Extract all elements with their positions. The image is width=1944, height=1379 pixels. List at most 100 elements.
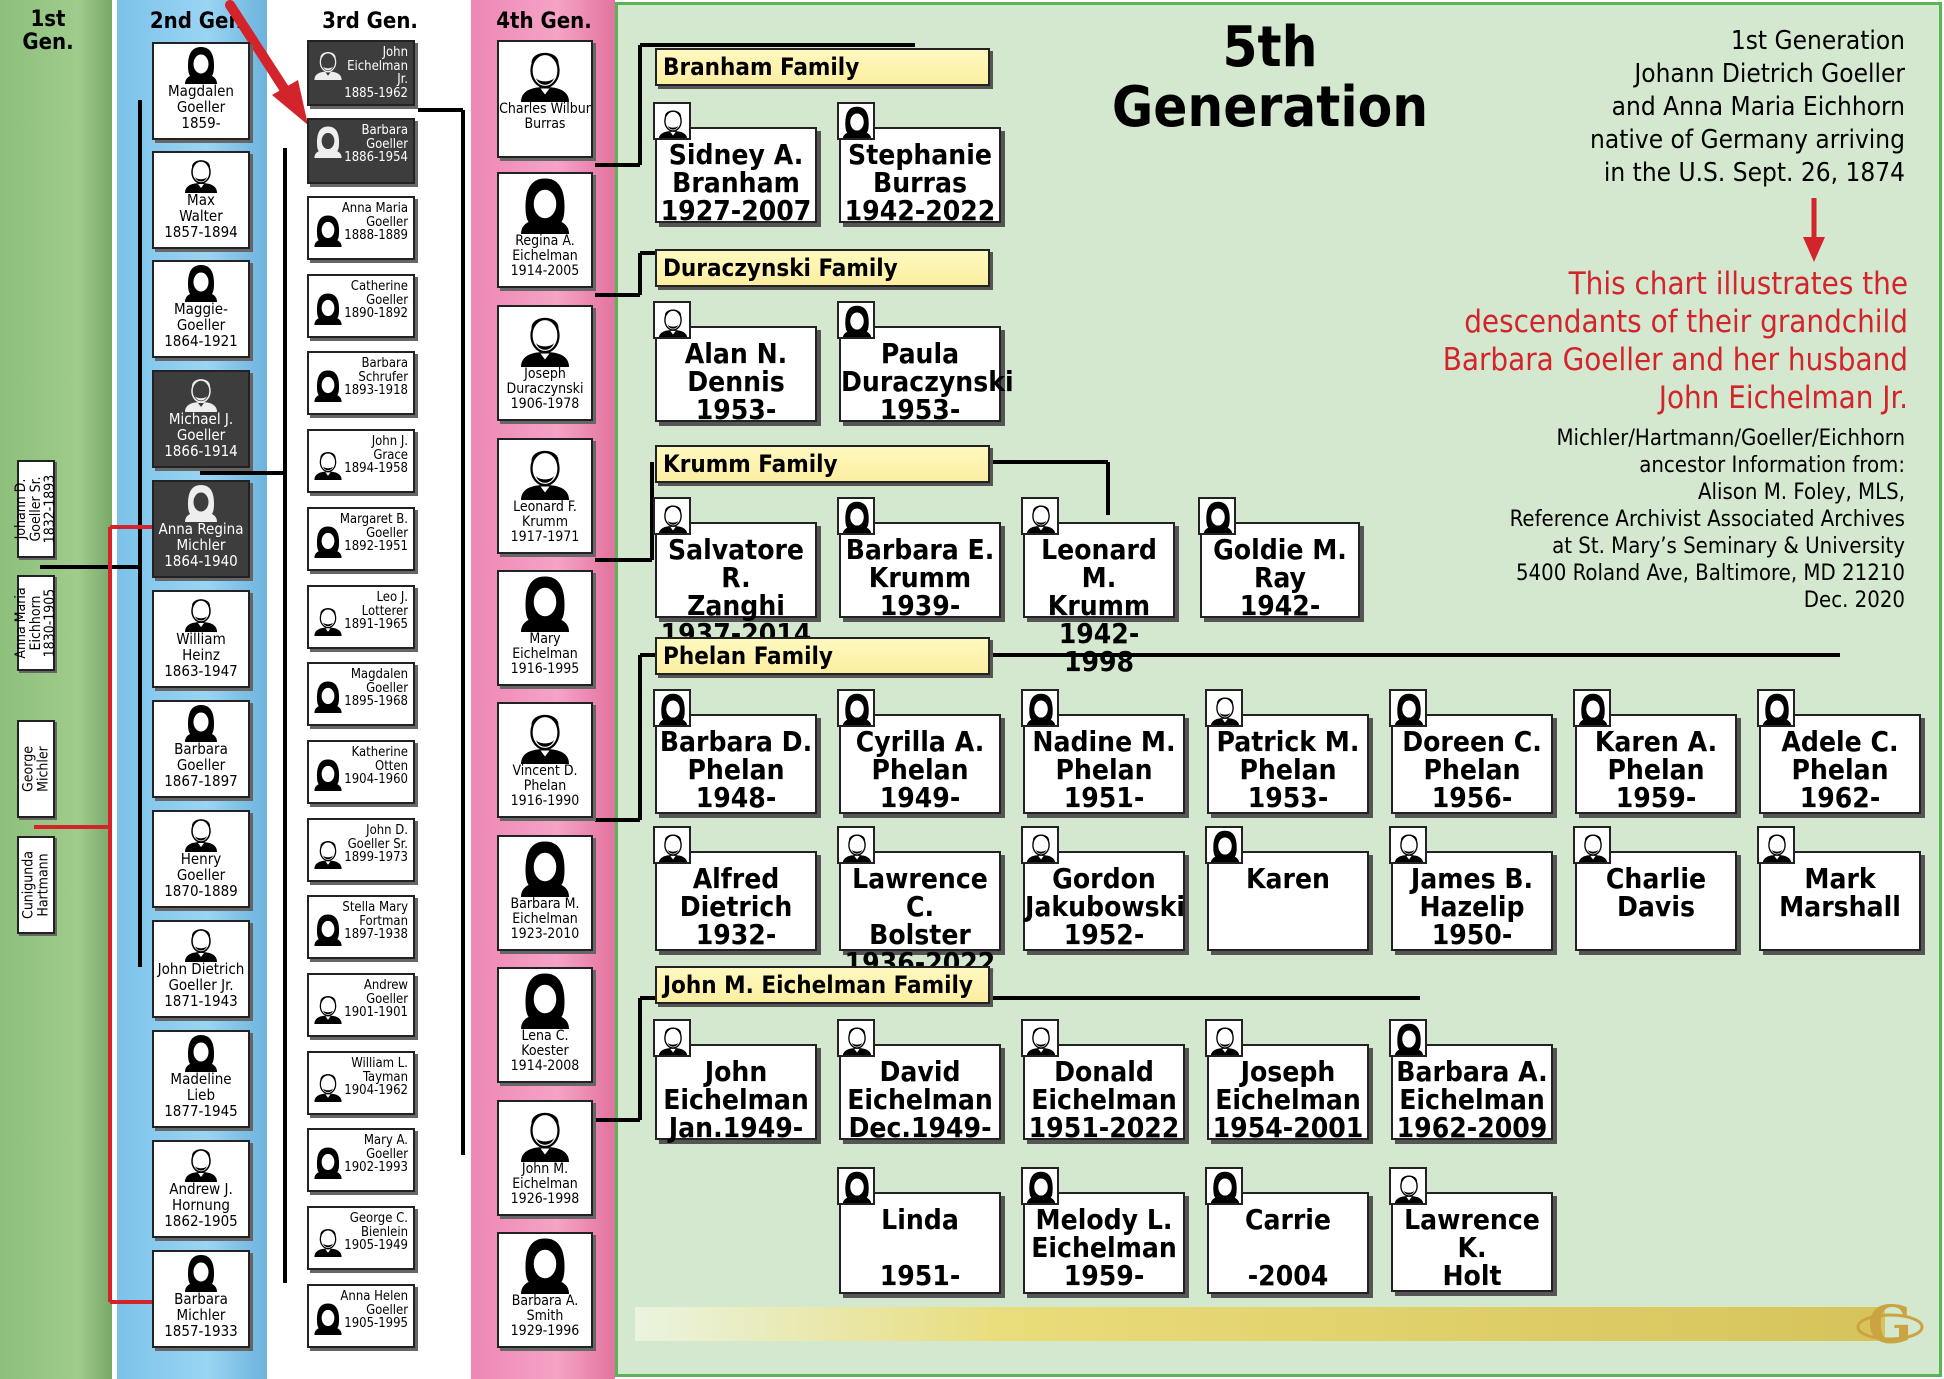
gen4-person-card[interactable]: Barbara M. Eichelman 1923-2010 bbox=[497, 835, 593, 951]
gen2-person-card[interactable]: Madeline Lieb 1877-1945 bbox=[152, 1030, 250, 1128]
gen2-person-card[interactable]: Anna Regina Michler 1864-1940 bbox=[152, 480, 250, 578]
gen5-person-card[interactable]: Lawrence C. Bolster 1936-2022 bbox=[839, 851, 1001, 977]
gen1-person-anna-eichhorn[interactable]: Anna Maria Eichhorn 1830-1905 bbox=[12, 575, 59, 671]
avatar-frame bbox=[1198, 497, 1236, 535]
gen1-person-label: Anna Maria Eichhorn 1830-1905 bbox=[12, 587, 59, 659]
person-name: Joseph Eichelman 1954-2001 bbox=[1212, 1055, 1364, 1144]
male-avatar-icon bbox=[314, 841, 342, 869]
male-avatar-icon bbox=[842, 834, 872, 862]
gen3-person-card[interactable]: Barbara Goeller 1886-1954 bbox=[307, 118, 415, 184]
gen5-person-card[interactable]: Doreen C. Phelan 1956- bbox=[1391, 714, 1553, 814]
gen5-person-card[interactable]: Mark Marshall bbox=[1759, 851, 1921, 951]
gen3-person-card[interactable]: John Eichelman Jr. 1885-1962 bbox=[307, 40, 415, 106]
gen5-person-card[interactable]: Leonard M. Krumm 1942-1998 bbox=[1023, 522, 1175, 676]
gen2-person-card[interactable]: Michael J. Goeller 1866-1914 bbox=[152, 370, 250, 468]
male-avatar-icon bbox=[1026, 505, 1056, 533]
gen5-person-card[interactable]: Charlie Davis bbox=[1575, 851, 1737, 951]
gen3-person-card[interactable]: Katherine Otten 1904-1960 bbox=[307, 740, 415, 804]
person-name: Paula Duraczynski 1953- bbox=[841, 337, 1014, 426]
gen5-person-card[interactable]: Donald Eichelman 1951-2022 bbox=[1023, 1044, 1185, 1142]
gen5-person-card[interactable]: Goldie M. Ray 1942- bbox=[1200, 522, 1360, 620]
male-avatar-icon bbox=[314, 1074, 342, 1102]
gen5-person-card[interactable]: Alan N. Dennis 1953- bbox=[655, 326, 817, 424]
gen5-person-card[interactable]: Joseph Eichelman 1954-2001 bbox=[1207, 1044, 1369, 1144]
gen5-person-card[interactable]: Karen A. Phelan 1959- bbox=[1575, 714, 1737, 814]
gen3-person-card[interactable]: Stella Mary Fortman 1897-1938 bbox=[307, 895, 415, 959]
gen3-person-card[interactable]: William L. Tayman 1904-1962 bbox=[307, 1051, 415, 1115]
gen5-person-card[interactable]: Barbara D. Phelan 1948- bbox=[655, 714, 817, 814]
logo-icon: G bbox=[1856, 1295, 1924, 1356]
gen5-person-card[interactable]: Cyrilla A. Phelan 1949- bbox=[839, 714, 1001, 814]
gen5-person-card[interactable]: Carrie -2004 bbox=[1207, 1192, 1369, 1294]
gen1-person-cunigunda-hartmann[interactable]: Cunigunda Hartmann bbox=[17, 836, 55, 934]
gen5-person-card[interactable]: Melody L. Eichelman 1959- bbox=[1023, 1192, 1185, 1294]
gen2-person-card[interactable]: Henry Goeller 1870-1889 bbox=[152, 810, 250, 908]
gen1-person-george-michler[interactable]: George Michler bbox=[17, 720, 55, 818]
gen3-person-card[interactable]: Barbara Schrufer 1893-1918 bbox=[307, 351, 415, 415]
gen4-person-card[interactable]: Mary Eichelman 1916-1995 bbox=[497, 570, 593, 686]
person-name: David Eichelman Dec.1949- bbox=[847, 1055, 993, 1144]
gen3-person-card[interactable]: John D. Goeller Sr. 1899-1973 bbox=[307, 818, 415, 882]
male-avatar-icon bbox=[521, 714, 569, 764]
person-name: Maggie- Goeller 1864-1921 bbox=[164, 300, 238, 350]
gen4-person-card[interactable]: Leonard F. Krumm 1917-1971 bbox=[497, 438, 593, 554]
gen3-person-card[interactable]: Catherine Goeller 1890-1892 bbox=[307, 274, 415, 338]
gen5-person-card[interactable]: Lawrence K. Holt bbox=[1391, 1192, 1553, 1292]
gen4-person-card[interactable]: Barbara A. Smith 1929-1996 bbox=[497, 1232, 593, 1348]
gen4-person-card[interactable]: Lena C. Koester 1914-2008 bbox=[497, 967, 593, 1083]
male-avatar-icon bbox=[521, 317, 569, 367]
gen3-person-card[interactable]: Mary A. Goeller 1902-1993 bbox=[307, 1128, 415, 1192]
person-name: Charles Wilbur Burras bbox=[499, 101, 591, 132]
gen3-person-card[interactable]: George C. Bienlein 1905-1949 bbox=[307, 1206, 415, 1270]
gen2-person-card[interactable]: Barbara Goeller 1867-1897 bbox=[152, 700, 250, 798]
gen5-person-card[interactable]: Karen bbox=[1207, 851, 1369, 951]
female-avatar-icon bbox=[521, 1238, 569, 1294]
gen5-person-card[interactable]: Barbara E. Krumm 1939- bbox=[839, 522, 1001, 620]
gen5-person-card[interactable]: Linda 1951- bbox=[839, 1192, 1001, 1294]
person-name: Carrie -2004 bbox=[1244, 1203, 1332, 1292]
gen3-person-card[interactable]: John J. Grace 1894-1958 bbox=[307, 429, 415, 493]
gen5-person-card[interactable]: Salvatore R. Zanghi 1937-2014 bbox=[655, 522, 817, 648]
family-label: Phelan Family bbox=[655, 637, 990, 675]
male-avatar-icon bbox=[1394, 834, 1424, 862]
gen3-person-card[interactable]: Magdalen Goeller 1895-1968 bbox=[307, 662, 415, 726]
gen5-person-card[interactable]: Patrick M. Phelan 1953- bbox=[1207, 714, 1369, 814]
gen5-person-card[interactable]: Paula Duraczynski 1953- bbox=[839, 326, 1014, 426]
gen5-person-card[interactable]: James B. Hazelip 1950- bbox=[1391, 851, 1553, 951]
gen1-header: 1st Gen. bbox=[22, 7, 74, 55]
male-avatar-icon bbox=[1394, 1175, 1424, 1203]
avatar-frame bbox=[653, 689, 691, 727]
gen4-person-card[interactable]: Regina A. Eichelman 1914-2005 bbox=[497, 172, 593, 288]
gen5-person-card[interactable]: Gordon Jakubowski 1952- bbox=[1023, 851, 1185, 951]
gen3-person-card[interactable]: Anna Helen Goeller 1905-1995 bbox=[307, 1284, 415, 1348]
gen2-person-card[interactable]: Andrew J. Hornung 1862-1905 bbox=[152, 1140, 250, 1238]
gen3-person-card[interactable]: Andrew Goeller 1901-1901 bbox=[307, 973, 415, 1037]
gen2-person-card[interactable]: Max Walter 1857-1894 bbox=[152, 151, 250, 249]
gen1-person-label: Cunigunda Hartmann bbox=[20, 851, 51, 919]
gen5-person-card[interactable]: David Eichelman Dec.1949- bbox=[839, 1044, 1001, 1144]
gen5-person-card[interactable]: Barbara A. Eichelman 1962-2009 bbox=[1391, 1044, 1553, 1142]
gen5-person-card[interactable]: John Eichelman Jan.1949- bbox=[655, 1044, 817, 1142]
gen2-person-card[interactable]: Magdalen Goeller 1859- bbox=[152, 42, 250, 140]
gen5-person-card[interactable]: Sidney A. Branham 1927-2007 bbox=[655, 127, 817, 225]
family-label: Krumm Family bbox=[655, 445, 990, 483]
gen2-person-card[interactable]: John Dietrich Goeller Jr. 1871-1943 bbox=[152, 920, 250, 1018]
male-avatar-icon bbox=[314, 608, 342, 636]
gen5-person-card[interactable]: Adele C. Phelan 1962- bbox=[1759, 714, 1921, 814]
gen5-person-card[interactable]: Stephanie Burras 1942-2022 bbox=[839, 127, 1001, 225]
gen1-person-johann-goeller[interactable]: Johann D. Goeller Sr. 1832-1893 bbox=[13, 460, 58, 558]
gen3-person-card[interactable]: Margaret B. Goeller 1892-1951 bbox=[307, 507, 415, 571]
person-name: Lawrence K. Holt bbox=[1404, 1203, 1540, 1292]
gen5-person-card[interactable]: Alfred Dietrich 1932- bbox=[655, 851, 817, 951]
gen2-person-card[interactable]: William Heinz 1863-1947 bbox=[152, 590, 250, 688]
gen5-person-card[interactable]: Nadine M. Phelan 1951- bbox=[1023, 714, 1185, 814]
person-name: Doreen C. Phelan 1956- bbox=[1402, 725, 1542, 814]
gen2-person-card[interactable]: Barbara Michler 1857-1933 bbox=[152, 1250, 250, 1348]
gen4-person-card[interactable]: Charles Wilbur Burras bbox=[497, 40, 593, 158]
gen4-person-card[interactable]: John M. Eichelman 1926-1998 bbox=[497, 1100, 593, 1216]
gen3-person-card[interactable]: Anna Maria Goeller 1888-1889 bbox=[307, 196, 415, 260]
gen4-person-card[interactable]: Joseph Duraczynski 1906-1978 bbox=[497, 305, 593, 421]
gen3-person-card[interactable]: Leo J. Lotterer 1891-1965 bbox=[307, 585, 415, 649]
gen2-person-card[interactable]: Maggie- Goeller 1864-1921 bbox=[152, 260, 250, 358]
gen4-person-card[interactable]: Vincent D. Phelan 1916-1990 bbox=[497, 702, 593, 818]
